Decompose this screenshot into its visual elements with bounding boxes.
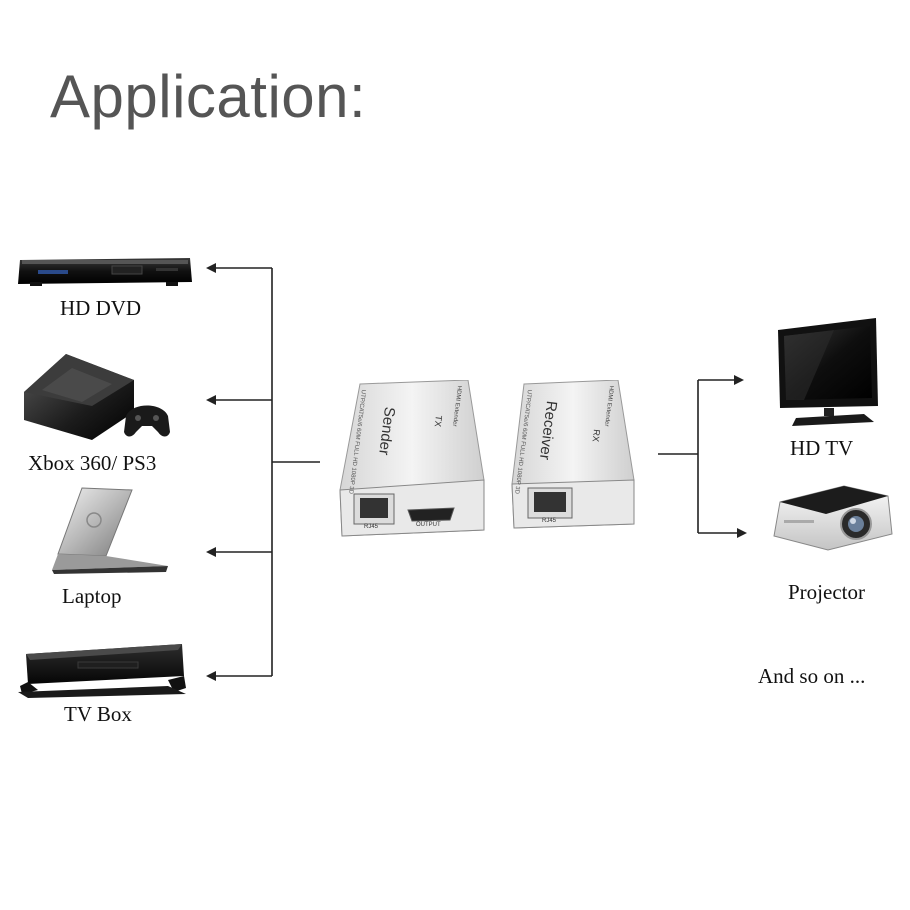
- laptop-icon: [52, 487, 168, 574]
- source-label-laptop: Laptop: [62, 584, 122, 608]
- page-title: Application:: [50, 63, 367, 130]
- projector-icon: [773, 485, 893, 551]
- source-label-console: Xbox 360/ PS3: [28, 451, 157, 475]
- source-label-tv-box: TV Box: [64, 702, 132, 726]
- display-label-hd-tv: HD TV: [790, 436, 854, 460]
- sender-unit: Sender TX HDMI Extender UTP/CAT5e/6 60M …: [336, 380, 488, 540]
- sender-port-output-label: OUTPUT: [416, 522, 441, 528]
- sender-port-rj45-label: RJ45: [364, 524, 379, 530]
- receiver-tag: RX: [590, 428, 602, 443]
- and-so-on-note: And so on ...: [758, 664, 866, 688]
- receiver-housing: [511, 380, 635, 529]
- tv-icon: [778, 318, 878, 426]
- sender-housing: [339, 380, 485, 537]
- dvd-player-icon: [18, 258, 192, 286]
- game-console-icon: [24, 354, 170, 440]
- receiver-unit: Receiver RX HDMI Extender UTP/CAT5e/6 60…: [506, 380, 638, 532]
- source-label-hd-dvd: HD DVD: [60, 296, 142, 320]
- display-label-projector: Projector: [788, 580, 865, 604]
- set-top-box-icon: [18, 644, 186, 698]
- receiver-port-rj45-label: RJ45: [542, 518, 557, 524]
- sender-tag: TX: [432, 414, 444, 428]
